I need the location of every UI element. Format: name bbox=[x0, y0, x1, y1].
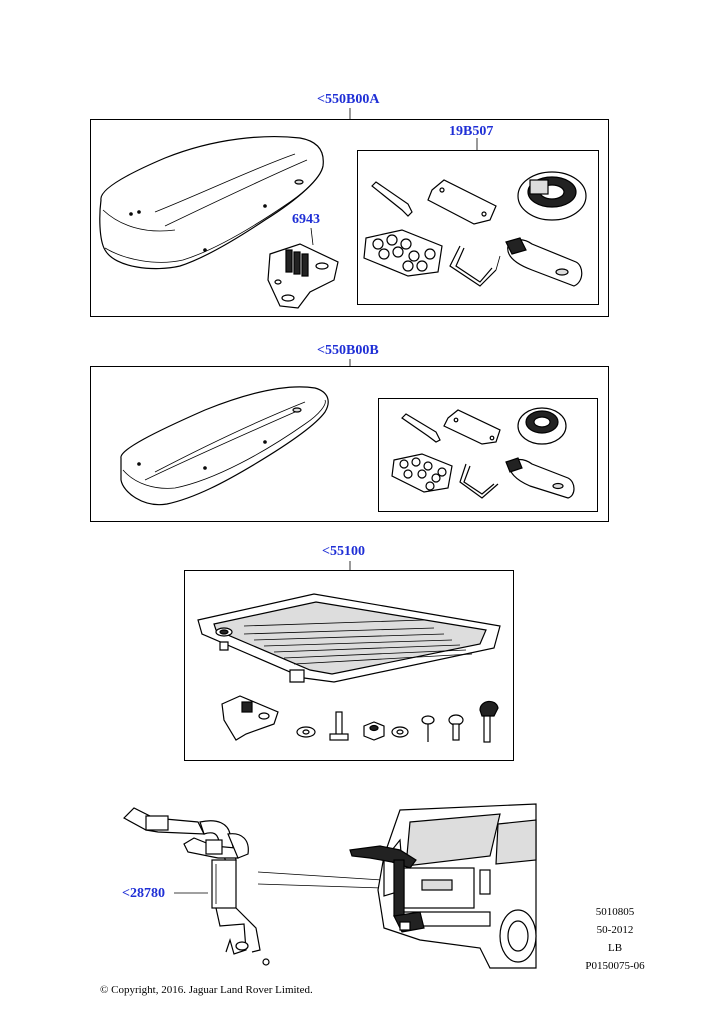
roof-rack-illustration bbox=[197, 593, 501, 683]
drawing-code-2: 50-2012 bbox=[596, 924, 634, 936]
frame-fitting-kit-b bbox=[378, 398, 598, 512]
callout-6943[interactable]: 6943 bbox=[292, 212, 320, 227]
fitting-kit-a-illustration bbox=[363, 171, 587, 287]
bike-carrier-illustration bbox=[123, 807, 270, 966]
roof-box-a-illustration bbox=[99, 136, 324, 270]
callout-550b00a[interactable]: <550B00A bbox=[317, 92, 380, 107]
frame-550b00b bbox=[90, 366, 609, 522]
callout-550b00b[interactable]: <550B00B bbox=[317, 343, 379, 358]
drawing-code-3: LB bbox=[607, 942, 623, 954]
frame-55100 bbox=[184, 570, 514, 761]
drawing-code-4: P0150075-06 bbox=[585, 960, 645, 972]
callout-19b507[interactable]: 19B507 bbox=[449, 124, 494, 139]
vehicle-rear-illustration bbox=[349, 803, 537, 969]
drawing-code-1: 5010805 bbox=[595, 906, 635, 918]
frame-550b00a bbox=[90, 119, 609, 317]
fitting-kit-b-illustration bbox=[391, 407, 575, 499]
frame-19b507 bbox=[357, 150, 599, 305]
mounting-bracket-illustration bbox=[267, 243, 339, 309]
callout-28780[interactable]: <28780 bbox=[122, 886, 165, 901]
copyright-notice: © Copyright, 2016. Jaguar Land Rover Lim… bbox=[100, 984, 313, 996]
roof-rack-hardware-illustration bbox=[221, 695, 499, 743]
roof-box-b-illustration bbox=[120, 386, 329, 506]
callout-55100[interactable]: <55100 bbox=[322, 544, 365, 559]
